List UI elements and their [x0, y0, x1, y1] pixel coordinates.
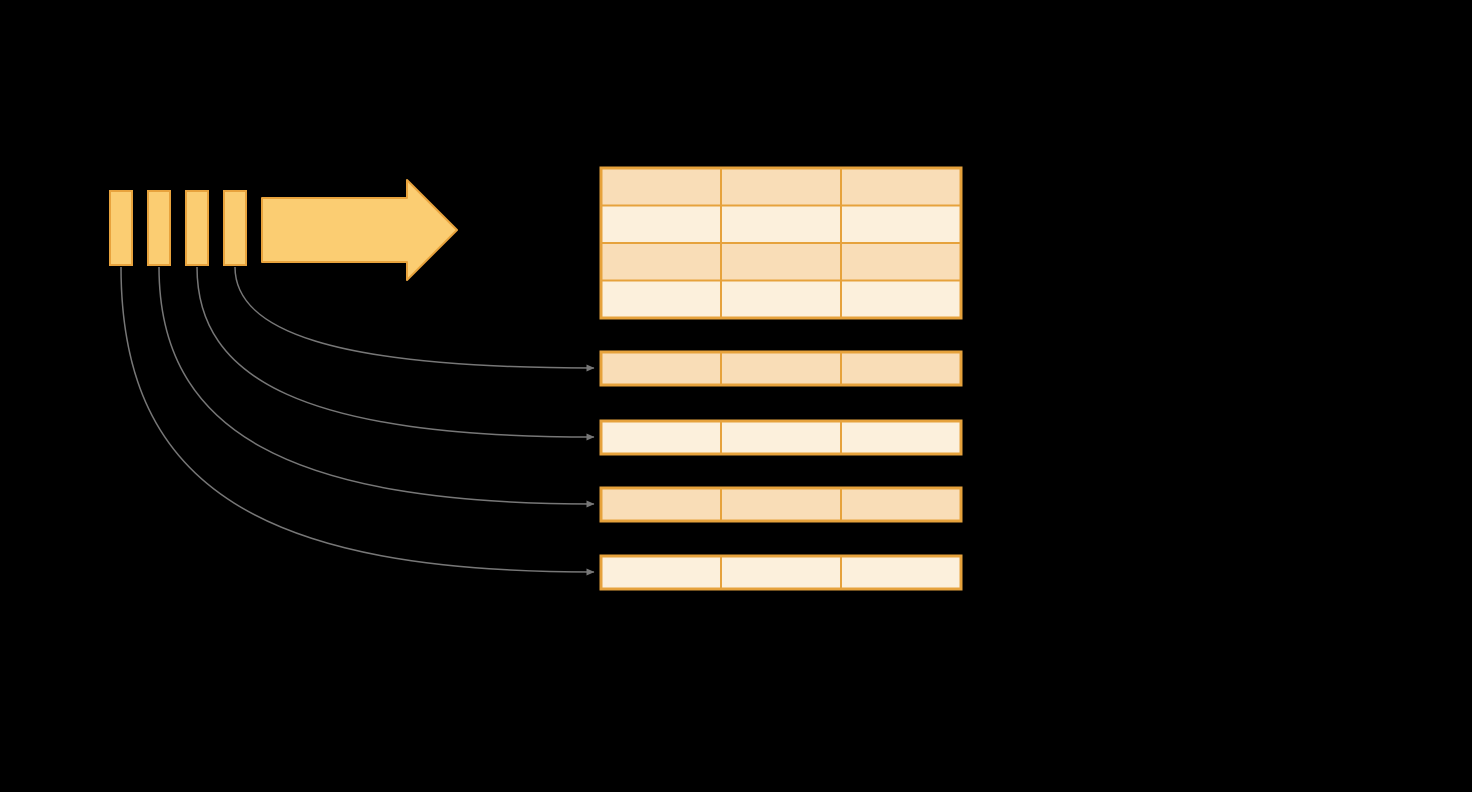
main-table-cell-r1c1 — [600, 167, 722, 207]
row-table-2-cell-2 — [720, 420, 842, 455]
main-table-cell-r3c2 — [720, 242, 842, 282]
main-table-cell-r2c3 — [840, 204, 962, 244]
memory-segment-4 — [223, 190, 247, 266]
row-table-4-cell-3 — [840, 555, 962, 590]
main-table-outline — [599, 166, 963, 320]
row-table-1-outline — [599, 350, 963, 387]
transform-arrow — [261, 179, 458, 281]
memory-segment-1 — [109, 190, 133, 266]
main-table-cell-r2c1 — [600, 204, 722, 244]
main-table-cell-r3c1 — [600, 242, 722, 282]
connector-segment2-to-row-table-3 — [158, 266, 595, 508]
row-table-3-cell-3 — [840, 487, 962, 522]
row-table-3-cell-2 — [720, 487, 842, 522]
row-table-3-cell-1 — [600, 487, 722, 522]
row-table-4 — [599, 554, 963, 591]
main-table-cell-r4c1 — [600, 279, 722, 319]
row-table-1-cell-3 — [840, 351, 962, 386]
main-table-cell-r4c2 — [720, 279, 842, 319]
row-table-4-cell-1 — [600, 555, 722, 590]
row-table-4-outline — [599, 554, 963, 591]
connector-segment1-to-row-table-4 — [120, 266, 595, 576]
connectors — [120, 266, 595, 576]
row-table-2-outline — [599, 419, 963, 456]
row-table-2-cell-3 — [840, 420, 962, 455]
row-table-2 — [599, 419, 963, 456]
main-table-cell-r1c3 — [840, 167, 962, 207]
row-table-1 — [599, 350, 963, 387]
memory-segment-3 — [185, 190, 209, 266]
connector-segment4-to-row-table-1 — [234, 266, 595, 372]
memory-segment-2 — [147, 190, 171, 266]
main-table-cell-r2c2 — [720, 204, 842, 244]
main-table-cell-r1c2 — [720, 167, 842, 207]
main-table-cell-r3c3 — [840, 242, 962, 282]
memory-stack — [109, 190, 247, 266]
row-table-3 — [599, 486, 963, 523]
row-table-3-outline — [599, 486, 963, 523]
row-table-4-cell-2 — [720, 555, 842, 590]
connector-segment3-to-row-table-2 — [196, 266, 595, 441]
row-table-1-cell-1 — [600, 351, 722, 386]
main-table — [599, 166, 963, 320]
row-table-1-cell-2 — [720, 351, 842, 386]
main-table-cell-r4c3 — [840, 279, 962, 319]
row-table-2-cell-1 — [600, 420, 722, 455]
